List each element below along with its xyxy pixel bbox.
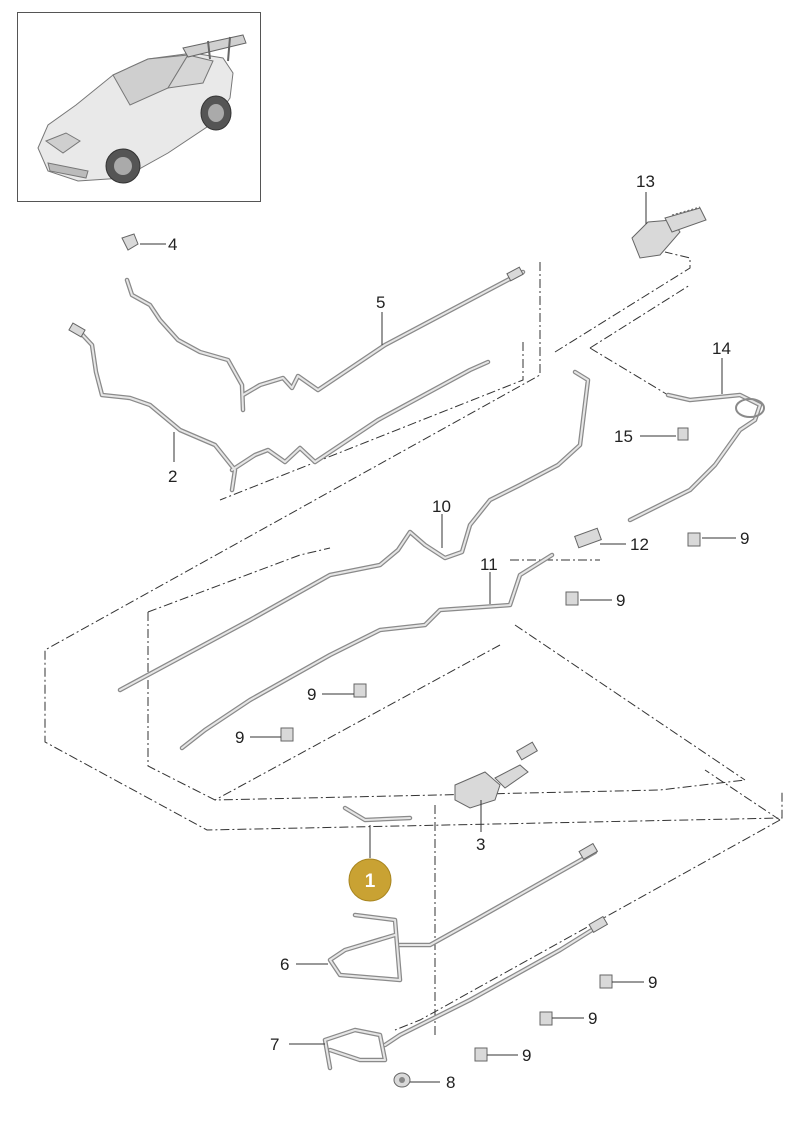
hose-1 — [342, 805, 413, 823]
label-12: 12 — [630, 535, 649, 554]
hose-14 — [627, 392, 765, 523]
label-10: 10 — [432, 497, 451, 516]
label-8: 8 — [446, 1073, 455, 1092]
master-cylinder-3 — [454, 741, 538, 809]
connector-12 — [574, 527, 602, 549]
label-5: 5 — [376, 293, 385, 312]
clip-9-c — [353, 683, 367, 698]
brake-line-5 — [124, 266, 526, 413]
label-1: 1 — [365, 871, 376, 892]
label-3: 3 — [476, 835, 485, 854]
label-9-c: 9 — [307, 685, 316, 704]
label-9-f: 9 — [588, 1009, 597, 1028]
label-9-e: 9 — [648, 973, 657, 992]
brake-line-2 — [68, 322, 491, 493]
badge-circle[interactable] — [348, 858, 392, 902]
assembly-outline-middle — [147, 547, 746, 801]
leader-lines — [140, 192, 736, 1083]
label-13: 13 — [636, 172, 655, 191]
label-6: 6 — [280, 955, 289, 974]
clip-9-a — [687, 532, 701, 547]
label-9-d: 9 — [235, 728, 244, 747]
label-7: 7 — [270, 1035, 279, 1054]
grommet-8 — [393, 1072, 411, 1088]
label-9-b: 9 — [616, 591, 625, 610]
highlight-badge-1[interactable]: 1 — [348, 858, 392, 902]
label-9-a: 9 — [740, 529, 749, 548]
brake-line-6 — [327, 842, 599, 983]
fitting-4 — [121, 233, 139, 251]
label-4: 4 — [168, 235, 177, 254]
clip-9-f — [539, 1011, 553, 1026]
brake-line-10 — [117, 369, 591, 693]
callout-labels: 4 5 2 13 14 15 10 9 12 11 9 9 9 3 6 9 9 … — [168, 172, 749, 1092]
label-11: 11 — [480, 555, 498, 574]
label-15: 15 — [614, 427, 633, 446]
clip-9-b — [565, 591, 579, 606]
assembly-outline-lower — [394, 769, 781, 1035]
assembly-outline-upper — [44, 251, 783, 831]
bracket-13 — [631, 206, 707, 259]
brake-line-7 — [322, 915, 609, 1071]
label-14: 14 — [712, 339, 731, 358]
brake-line-11 — [179, 552, 555, 751]
clip-9-d — [280, 727, 294, 742]
car-icon — [37, 34, 247, 184]
vehicle-thumbnail-frame — [17, 12, 261, 202]
label-9-g: 9 — [522, 1046, 531, 1065]
label-2: 2 — [168, 467, 177, 486]
clip-15 — [677, 427, 689, 441]
clip-9-g — [474, 1047, 488, 1062]
clip-9-e — [599, 974, 613, 989]
